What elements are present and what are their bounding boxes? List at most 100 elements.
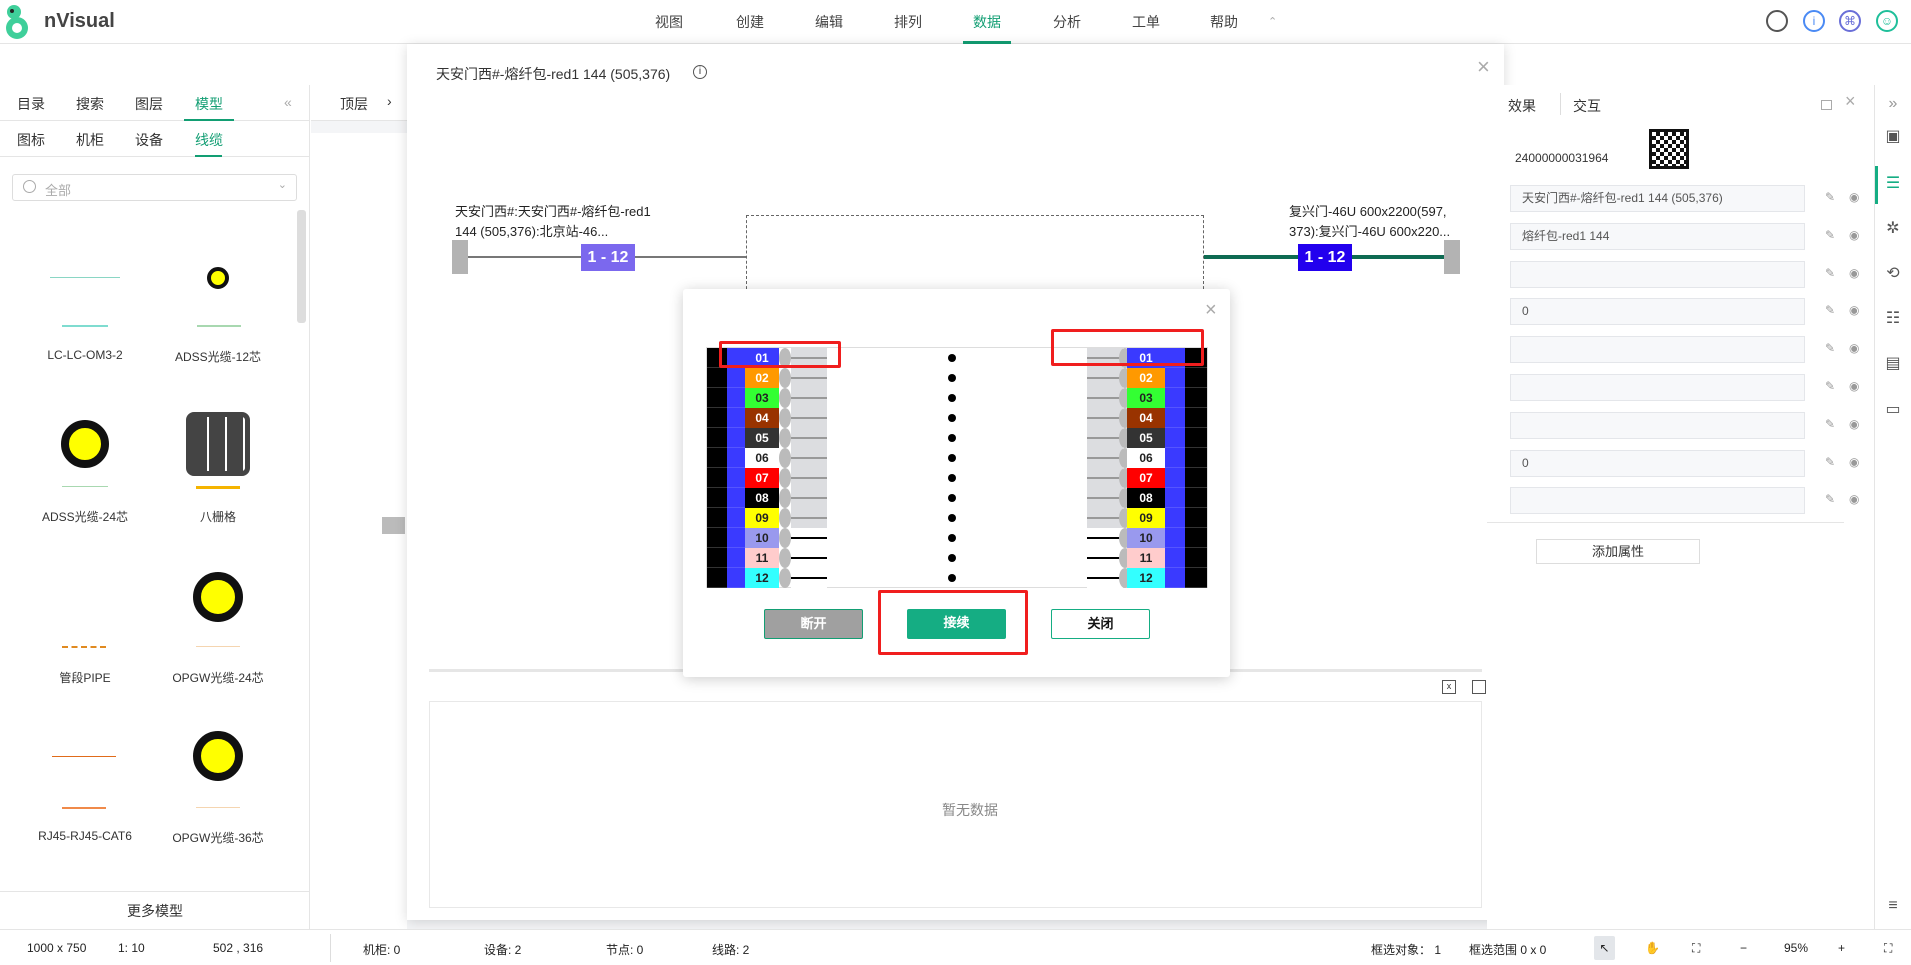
right-endpoint[interactable] xyxy=(1444,240,1460,274)
splice-dot[interactable] xyxy=(948,494,956,502)
property-field[interactable] xyxy=(1510,336,1805,364)
fiber-connector-left[interactable] xyxy=(779,528,791,548)
fiber-connector-left[interactable] xyxy=(779,468,791,488)
pipe-icon[interactable] xyxy=(62,646,106,648)
splice-dot[interactable] xyxy=(948,474,956,482)
tab-layers[interactable]: 图层 xyxy=(135,96,163,112)
fiber-port-right[interactable]: 03 xyxy=(1127,388,1165,408)
splice-dot[interactable] xyxy=(948,394,956,402)
splice-dot[interactable] xyxy=(948,454,956,462)
visibility-eye-icon[interactable]: ◉ xyxy=(1849,454,1860,469)
fiber-connector-left[interactable] xyxy=(779,388,791,408)
disconnect-button[interactable]: 断开 xyxy=(764,609,863,639)
adss-24-icon[interactable] xyxy=(61,420,109,468)
property-field[interactable] xyxy=(1510,411,1805,439)
fiber-connector-left[interactable] xyxy=(779,448,791,468)
tab-search[interactable]: 搜索 xyxy=(76,96,104,112)
nav-data[interactable]: 数据 xyxy=(963,0,1011,44)
opgw-24-icon[interactable] xyxy=(193,572,243,622)
fiber-connector-left[interactable] xyxy=(779,428,791,448)
visibility-eye-icon[interactable]: ◉ xyxy=(1849,227,1860,242)
pan-tool-icon[interactable]: ✋ xyxy=(1645,941,1660,955)
collapse-nav-icon[interactable]: ⌃ xyxy=(1268,16,1278,28)
nav-edit[interactable]: 编辑 xyxy=(815,14,843,30)
fiber-port-left[interactable]: 07 xyxy=(745,468,779,488)
fiber-connector-left[interactable] xyxy=(779,408,791,428)
visibility-eye-icon[interactable]: ◉ xyxy=(1849,416,1860,431)
grid-8-icon[interactable] xyxy=(186,412,250,476)
property-field[interactable] xyxy=(1510,487,1805,515)
right-range-badge[interactable]: 1 - 12 xyxy=(1298,244,1352,271)
fiber-port-right[interactable]: 08 xyxy=(1127,488,1165,508)
edit-icon[interactable]: ✎ xyxy=(1825,379,1836,393)
nav-help[interactable]: 帮助 xyxy=(1210,14,1238,30)
more-models-button[interactable]: 更多模型 xyxy=(0,891,310,929)
fit-view-icon[interactable]: ⛶ xyxy=(1884,941,1893,955)
fiber-port-left[interactable]: 06 xyxy=(745,448,779,468)
nav-arrange[interactable]: 排列 xyxy=(894,14,922,30)
fiber-connector-left[interactable] xyxy=(779,548,791,568)
splice-box[interactable] xyxy=(746,215,1204,345)
fiber-port-left[interactable]: 01 xyxy=(745,348,779,368)
subtab-cabinets[interactable]: 机柜 xyxy=(76,132,104,148)
fiber-port-left[interactable]: 11 xyxy=(745,548,779,568)
visibility-eye-icon[interactable]: ◉ xyxy=(1849,265,1860,280)
lc-lc-om3-2-icon[interactable] xyxy=(50,277,120,278)
select-tool-icon[interactable]: ↖ xyxy=(1594,936,1615,960)
close-icon[interactable]: × xyxy=(1205,299,1217,321)
subtab-icons[interactable]: 图标 xyxy=(17,132,45,148)
fiber-port-right[interactable]: 02 xyxy=(1127,368,1165,388)
copy-icon[interactable] xyxy=(1472,680,1486,694)
property-field[interactable]: 天安门西#-熔纤包-red1 144 (505,376) xyxy=(1510,185,1805,212)
fiber-port-left[interactable]: 09 xyxy=(745,508,779,528)
fiber-connector-left[interactable] xyxy=(779,368,791,388)
left-endpoint[interactable] xyxy=(452,240,468,274)
tab-interaction[interactable]: 交互 xyxy=(1573,98,1601,114)
fiber-port-left[interactable]: 04 xyxy=(745,408,779,428)
monitor-icon[interactable]: ▭ xyxy=(1885,401,1901,418)
edit-icon[interactable]: ✎ xyxy=(1825,190,1836,204)
edit-icon[interactable]: ✎ xyxy=(1825,492,1836,507)
fiber-port-right[interactable]: 05 xyxy=(1127,428,1165,448)
route-icon[interactable]: ⟲ xyxy=(1886,265,1900,282)
edit-icon[interactable]: ✎ xyxy=(1825,303,1836,318)
visibility-eye-icon[interactable]: ◉ xyxy=(1849,492,1860,507)
splice-dot[interactable] xyxy=(948,534,956,542)
splice-dot[interactable] xyxy=(948,554,956,562)
canvas-node[interactable] xyxy=(382,517,405,534)
splice-dot[interactable] xyxy=(948,414,956,422)
maximize-icon[interactable] xyxy=(1821,100,1832,110)
search-icon[interactable] xyxy=(1766,10,1788,32)
tab-models[interactable]: 模型 xyxy=(195,96,223,112)
edit-icon[interactable]: ✎ xyxy=(1825,341,1836,356)
fiber-port-right[interactable]: 12 xyxy=(1127,568,1165,588)
info-icon[interactable]: i xyxy=(1803,10,1825,32)
edit-icon[interactable]: ✎ xyxy=(1825,227,1836,242)
nav-create[interactable]: 创建 xyxy=(736,14,764,30)
edit-icon[interactable]: ✎ xyxy=(1825,265,1836,280)
visibility-eye-icon[interactable]: ◉ xyxy=(1849,341,1860,356)
collapse-panel-icon[interactable]: « xyxy=(284,94,292,110)
edit-icon[interactable]: ✎ xyxy=(1825,454,1836,469)
splice-dot[interactable] xyxy=(948,574,956,582)
visibility-eye-icon[interactable]: ◉ xyxy=(1849,190,1860,204)
port-list-icon[interactable]: ☷ xyxy=(1885,310,1901,327)
fiber-connector-left[interactable] xyxy=(779,348,791,368)
property-field[interactable] xyxy=(1510,374,1805,401)
property-field[interactable]: 0 xyxy=(1510,298,1805,326)
close-icon[interactable]: × xyxy=(1477,54,1490,79)
expand-panel-icon[interactable]: » xyxy=(1888,95,1898,112)
fiber-port-right[interactable]: 10 xyxy=(1127,528,1165,548)
breadcrumb-top[interactable]: 顶层 xyxy=(340,96,368,112)
fiber-port-left[interactable]: 12 xyxy=(745,568,779,588)
nav-analyze[interactable]: 分析 xyxy=(1053,14,1081,30)
subtab-devices[interactable]: 设备 xyxy=(135,132,163,148)
edit-icon[interactable]: ✎ xyxy=(1825,416,1836,431)
tab-effects[interactable]: 效果 xyxy=(1508,98,1536,114)
rj45-icon[interactable] xyxy=(52,756,116,757)
splice-dot[interactable] xyxy=(948,434,956,442)
properties-list-icon[interactable]: ☰ xyxy=(1885,175,1901,192)
adss-12-icon[interactable] xyxy=(207,267,229,289)
info-icon[interactable]: i xyxy=(693,65,707,79)
model-filter-select[interactable]: 全部 ⌄ xyxy=(12,174,297,201)
